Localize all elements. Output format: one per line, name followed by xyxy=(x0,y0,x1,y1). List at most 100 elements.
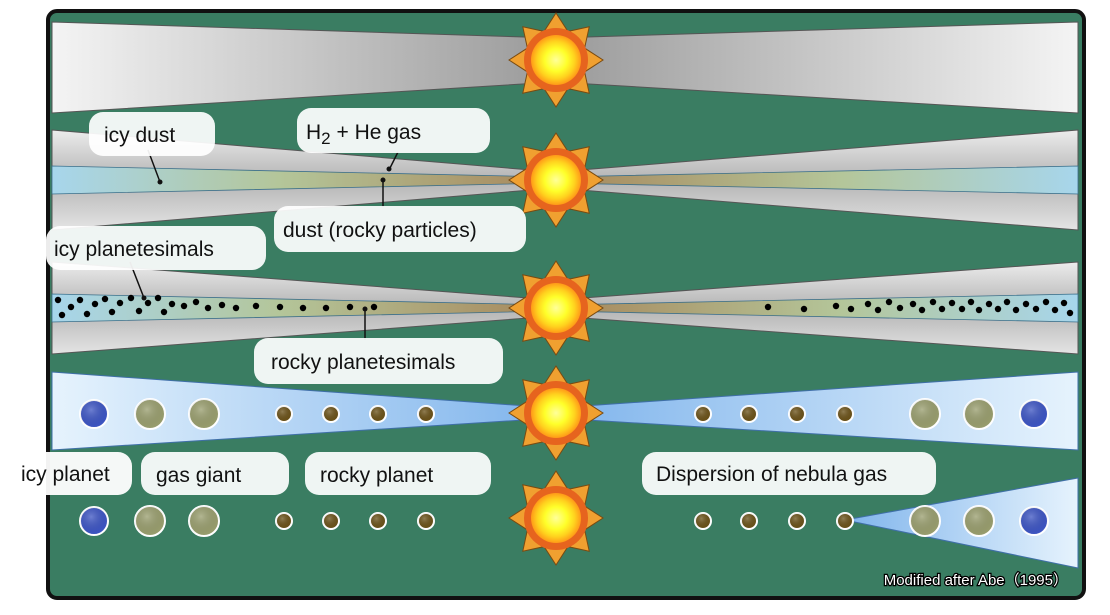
rocky-planet xyxy=(417,405,435,423)
planetesimal-dot xyxy=(192,298,200,306)
planetesimal-dot xyxy=(1032,305,1040,313)
sun-core xyxy=(531,155,581,205)
planetesimal-particles xyxy=(54,294,1074,319)
planetesimal-dot xyxy=(276,303,284,311)
planetesimal-dot xyxy=(135,307,143,315)
rocky-planet xyxy=(694,405,712,423)
planetesimal-dot xyxy=(116,299,124,307)
rocky-planet xyxy=(788,512,806,530)
sun-2 xyxy=(508,132,604,228)
planetesimal-dot xyxy=(54,296,62,304)
planetesimal-dot xyxy=(764,303,772,311)
rocky-planet xyxy=(417,512,435,530)
planetesimal-dot xyxy=(1012,306,1020,314)
planetesimal-dot xyxy=(180,302,188,310)
svg-text:icy dust: icy dust xyxy=(104,124,175,147)
planetesimal-dot xyxy=(127,294,135,302)
planetesimal-dot xyxy=(885,298,893,306)
row-gas-disk xyxy=(51,21,1079,114)
rocky-planet xyxy=(740,405,758,423)
label-rocky-planetesimals: rocky planetesimals xyxy=(254,338,503,384)
planetesimal-dot xyxy=(1060,299,1068,307)
planetesimal-dot xyxy=(1022,300,1030,308)
planetesimal-dot xyxy=(800,305,808,313)
planetesimal-dot xyxy=(252,302,260,310)
planetesimal-dot xyxy=(76,296,84,304)
row-planetesimals xyxy=(51,261,1079,355)
icy-planet xyxy=(79,399,109,429)
gas-giant xyxy=(188,505,220,537)
svg-text:dust (rocky particles): dust (rocky particles) xyxy=(283,219,477,242)
gas-giant xyxy=(188,398,220,430)
planetesimal-dot xyxy=(1051,306,1059,314)
planets-layer xyxy=(79,398,1049,537)
gas-giant xyxy=(134,398,166,430)
icy-planet xyxy=(1019,399,1049,429)
sun-3 xyxy=(508,260,604,356)
rocky-planet xyxy=(836,405,854,423)
rocky-planet xyxy=(369,512,387,530)
planetesimal-dot xyxy=(864,300,872,308)
icy-planet xyxy=(79,506,109,536)
row-dispersion xyxy=(844,477,1079,569)
label-gas-giant: gas giant xyxy=(141,452,289,495)
planetesimal-dot xyxy=(232,304,240,312)
planetesimal-dot xyxy=(154,294,162,302)
planetesimal-dot xyxy=(91,300,99,308)
rocky-planet xyxy=(275,405,293,423)
planetesimal-dot xyxy=(346,303,354,311)
icy-planet xyxy=(1019,506,1049,536)
svg-text:rocky planetesimals: rocky planetesimals xyxy=(271,351,455,374)
planetesimal-dot xyxy=(1042,298,1050,306)
label-dust-rocky: dust (rocky particles) xyxy=(274,206,526,252)
svg-text:gas giant: gas giant xyxy=(156,464,241,487)
sun-core xyxy=(531,388,581,438)
planetesimal-dot xyxy=(144,299,152,307)
nebula-remnant-right xyxy=(844,477,1079,569)
planetesimal-dot xyxy=(160,308,168,316)
sun-core xyxy=(531,35,581,85)
rocky-planet xyxy=(369,405,387,423)
leader-dots xyxy=(141,166,392,312)
leader-gas xyxy=(389,151,399,169)
label-icy-dust: icy dust xyxy=(89,112,215,156)
gas-giant xyxy=(963,398,995,430)
planetesimal-dot xyxy=(975,306,983,314)
sun-4 xyxy=(508,365,604,461)
planetesimal-dot xyxy=(909,300,917,308)
planetesimal-dot xyxy=(58,311,66,319)
rocky-planet xyxy=(322,405,340,423)
planetesimal-dot xyxy=(1003,298,1011,306)
planetesimal-dot xyxy=(101,295,109,303)
rocky-planet xyxy=(322,512,340,530)
label-icy-planetesimals: icy planetesimals xyxy=(46,226,266,270)
sun-1 xyxy=(508,12,604,108)
planetesimal-dot xyxy=(948,299,956,307)
rocky-planet xyxy=(275,512,293,530)
h2-he-gas-text: H2 + He gas xyxy=(306,121,421,148)
planetesimal-dot xyxy=(929,298,937,306)
planetesimal-dot xyxy=(918,306,926,314)
planetesimal-dot xyxy=(985,300,993,308)
label-icy-planet: icy planet xyxy=(14,452,132,495)
gas-giant xyxy=(909,505,941,537)
suns-layer xyxy=(508,12,604,566)
planetesimal-dot xyxy=(67,303,75,311)
gas-giant xyxy=(909,398,941,430)
planetesimal-dot xyxy=(1066,309,1074,317)
planetesimal-dot xyxy=(832,302,840,310)
planetesimal-dot xyxy=(108,308,116,316)
planetesimal-dot xyxy=(204,304,212,312)
rocky-planet xyxy=(694,512,712,530)
planetesimal-dot xyxy=(370,303,378,311)
planetesimal-dot xyxy=(896,304,904,312)
planetesimal-dot xyxy=(83,310,91,318)
svg-text:icy planetesimals: icy planetesimals xyxy=(54,238,214,261)
gas-giant xyxy=(963,505,995,537)
sun-5 xyxy=(508,470,604,566)
rocky-planet xyxy=(740,512,758,530)
sun-core xyxy=(531,283,581,333)
planetesimal-dot xyxy=(168,300,176,308)
planetesimal-dot xyxy=(299,304,307,312)
